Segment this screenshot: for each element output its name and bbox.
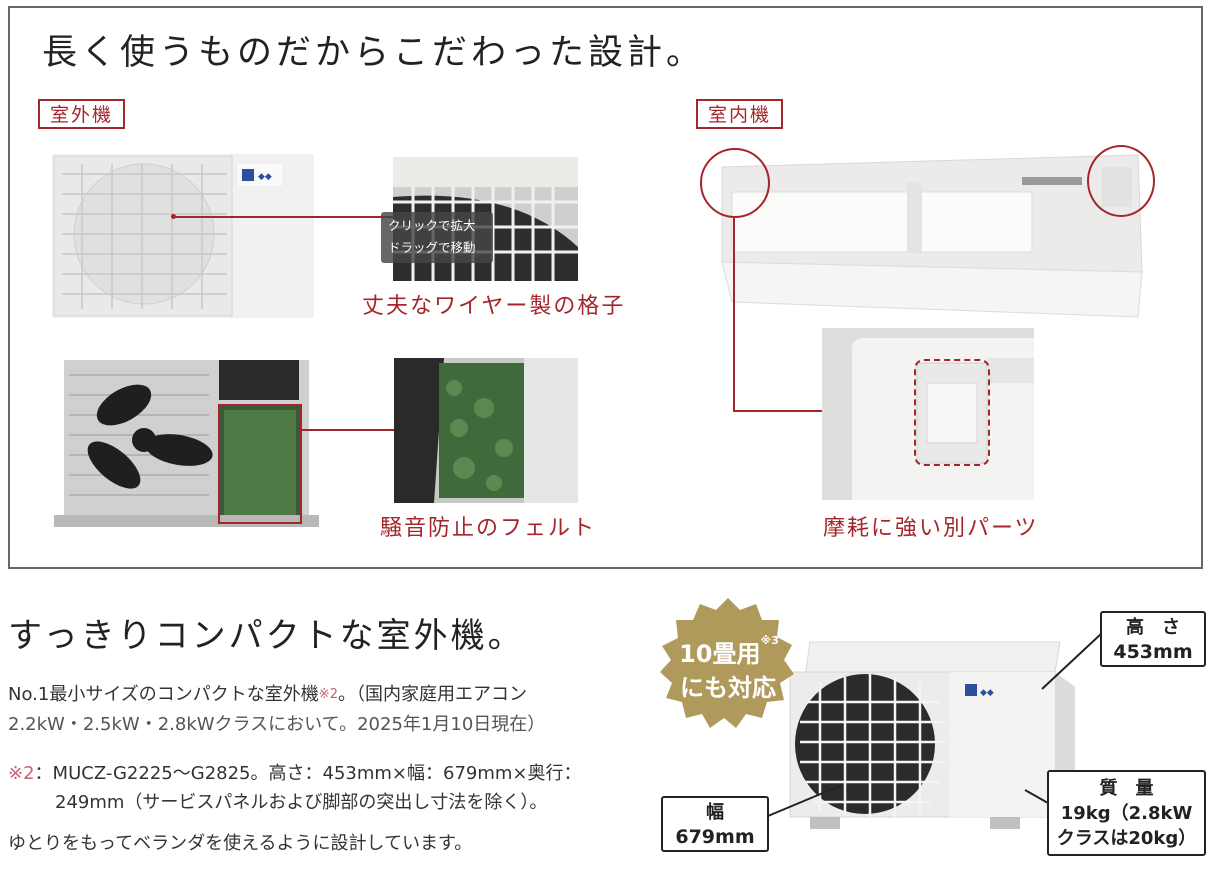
compact-description-line1: No.1最小サイズのコンパクトな室外機※2。（国内家庭用エアコン bbox=[8, 683, 527, 707]
note-label-2: ※2 bbox=[8, 763, 35, 784]
height-dimension-box: 高 さ 453mm bbox=[1100, 611, 1206, 667]
tooltip-line-click: クリックで拡大 bbox=[388, 218, 476, 233]
section-title-compact: すっきりコンパクトな室外機。 bbox=[8, 616, 525, 656]
note-2-line2: 249mm（サービスパネルおよび脚部の突出し寸法を除く）。 bbox=[55, 792, 548, 813]
badge-line2: にも対応 bbox=[680, 674, 776, 702]
zoom-tooltip: クリックで拡大 ドラッグで移動 bbox=[381, 212, 493, 263]
caption-felt: 騒音防止のフェルト bbox=[380, 516, 597, 541]
callout-line-parts-vertical bbox=[733, 218, 735, 411]
caption-wire-grille: 丈夫なワイヤー製の格子 bbox=[362, 294, 626, 319]
compact-description-line2: 2.2kW・2.5kW・2.8kWクラスにおいて。2025年1月10日現在） bbox=[8, 714, 546, 735]
badge-note-ref: ※3 bbox=[760, 634, 779, 647]
badge-line1: 10畳用※3 bbox=[670, 634, 788, 669]
highlight-circle-right bbox=[1087, 145, 1155, 217]
callout-line-grille bbox=[173, 216, 393, 218]
badge-10-tatami: 10畳用 bbox=[679, 640, 761, 668]
compact-outdoor-unit-photo[interactable]: ◆◆ bbox=[780, 632, 1080, 837]
callout-line-felt bbox=[302, 429, 394, 431]
svg-text:◆◆: ◆◆ bbox=[258, 172, 272, 182]
felt-zoom-photo[interactable] bbox=[394, 358, 578, 503]
weight-value-line2: クラスは20kg） bbox=[1056, 828, 1197, 849]
indoor-unit-tag: 室内機 bbox=[696, 99, 784, 129]
compact-text-a: No.1最小サイズのコンパクトな室外機 bbox=[8, 684, 319, 705]
outdoor-unit-tag: 室外機 bbox=[38, 99, 126, 129]
weight-value-line1: 19kg（2.8kW bbox=[1060, 803, 1193, 824]
indoor-unit-photo[interactable] bbox=[702, 147, 1158, 320]
height-value: 453mm bbox=[1113, 641, 1193, 663]
width-dimension-box: 幅 679mm bbox=[661, 796, 769, 852]
parts-highlight-box bbox=[914, 359, 990, 466]
width-label: 幅 bbox=[706, 802, 724, 823]
weight-label: 質 量 bbox=[1099, 778, 1154, 799]
svg-text:◆◆: ◆◆ bbox=[980, 688, 994, 698]
compact-text-b: 。（国内家庭用エアコン bbox=[337, 684, 527, 705]
width-value: 679mm bbox=[675, 826, 755, 848]
height-label: 高 さ bbox=[1126, 617, 1180, 638]
design-feature-panel bbox=[8, 6, 1203, 569]
section-title-design: 長く使うものだからこだわった設計。 bbox=[42, 33, 706, 73]
note-2-line1: ※2：MUCZ-G2225〜G2825。高さ：453mm×幅：679mm×奥行： bbox=[8, 762, 582, 786]
outdoor-unit-inside-photo[interactable] bbox=[44, 355, 324, 533]
veranda-description: ゆとりをもってベランダを使えるように設計しています。 bbox=[8, 833, 473, 854]
note-ref-2: ※2 bbox=[318, 687, 338, 702]
note-text-1: ：MUCZ-G2225〜G2825。高さ：453mm×幅：679mm×奥行： bbox=[34, 763, 582, 784]
tooltip-line-drag: ドラッグで移動 bbox=[388, 240, 476, 255]
felt-highlight-box bbox=[218, 404, 302, 524]
highlight-circle-left bbox=[700, 148, 770, 218]
ten-tatami-badge: 10畳用※3 にも対応 bbox=[660, 598, 796, 734]
weight-dimension-box: 質 量 19kg（2.8kW クラスは20kg） bbox=[1047, 770, 1206, 856]
outdoor-unit-front-photo[interactable]: ◆◆ bbox=[52, 154, 314, 318]
caption-parts: 摩耗に強い別パーツ bbox=[823, 516, 1039, 541]
